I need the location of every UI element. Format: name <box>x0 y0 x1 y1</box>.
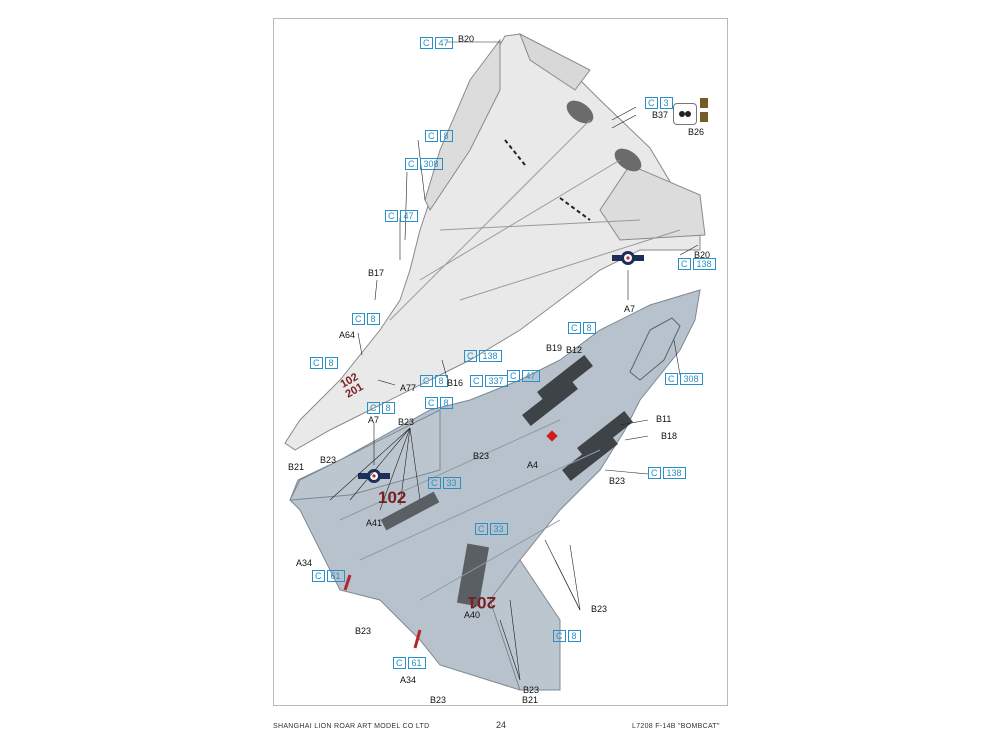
decal-label-a4: A4 <box>527 460 539 470</box>
decal-label-b21: B21 <box>522 695 539 705</box>
bottom-view-panel-1 <box>537 355 593 403</box>
top-view-nozzle-1 <box>566 100 594 124</box>
top-view-nozzle-2 <box>614 148 642 172</box>
canopy-outline <box>629 317 681 381</box>
top-view-tail-right <box>599 164 706 241</box>
decal-label-b19: B19 <box>546 343 563 353</box>
decal-label-a77: A77 <box>400 383 417 393</box>
footer-kit-title: L7208 F-14B "BOMBCAT" <box>632 723 720 730</box>
top-view-roundel <box>612 251 644 265</box>
decal-label-b23: B23 <box>355 626 372 636</box>
bottom-view-panel-2 <box>522 378 578 426</box>
decal-label-a34: A34 <box>296 558 313 568</box>
decal-label-b18: B18 <box>661 431 678 441</box>
decal-label-a7: A7 <box>368 415 380 425</box>
footer-company: SHANGHAI LION ROAR ART MODEL CO LTD <box>273 723 430 730</box>
bottom-view-fuselage <box>289 289 701 691</box>
decal-b26-swatch-1 <box>700 98 708 108</box>
decal-label-b21: B21 <box>288 462 305 472</box>
top-view-aircraft <box>284 32 706 451</box>
decal-label-b11: B11 <box>656 414 672 424</box>
decal-b26-icon <box>673 103 697 125</box>
decal-label-a40: A40 <box>464 610 481 620</box>
decal-label-b20: B20 <box>694 250 711 260</box>
top-view-left-wing <box>424 38 501 211</box>
decal-label-b16: B16 <box>447 378 464 388</box>
bottom-view-aircraft <box>289 289 701 691</box>
decal-label-b23: B23 <box>398 417 415 427</box>
decal-label-b12: B12 <box>566 345 583 355</box>
bottom-view-panel-4 <box>562 433 618 481</box>
decal-label-b23: B23 <box>320 455 337 465</box>
decal-label-a7: A7 <box>624 304 636 314</box>
bottom-view-panel-3 <box>577 411 633 459</box>
decal-b26-swatch-2 <box>700 112 708 122</box>
bottom-view-tail-plate <box>456 543 490 607</box>
decal-label-a64: A64 <box>339 330 356 340</box>
top-view-fuselage <box>284 33 701 451</box>
decal-label-b17: B17 <box>368 268 385 278</box>
top-view-stab <box>519 32 591 91</box>
page-number: 24 <box>496 720 507 730</box>
red-diamond-marking <box>546 430 558 442</box>
leader-lines <box>329 41 699 681</box>
decal-label-a34: A34 <box>400 675 417 685</box>
bottom-view-glove-plate <box>380 491 440 531</box>
decal-label-b37: B37 <box>652 110 669 120</box>
bottom-view-left-wing <box>289 409 441 501</box>
decal-label-b20: B20 <box>458 34 475 44</box>
decal-label-b23: B23 <box>591 604 608 614</box>
decal-label-b26: B26 <box>688 127 705 137</box>
decal-label-b23: B23 <box>523 685 540 695</box>
modex-bottom-flipped: 201 <box>468 593 496 612</box>
decal-label-a41: A41 <box>366 518 383 528</box>
bottom-view-right-wing <box>489 559 561 691</box>
decal-label-b23: B23 <box>473 451 490 461</box>
modex-bottom: 102 <box>378 488 406 507</box>
page-frame <box>273 18 728 706</box>
decal-label-b23: B23 <box>609 476 626 486</box>
decal-label-b23: B23 <box>430 695 447 705</box>
